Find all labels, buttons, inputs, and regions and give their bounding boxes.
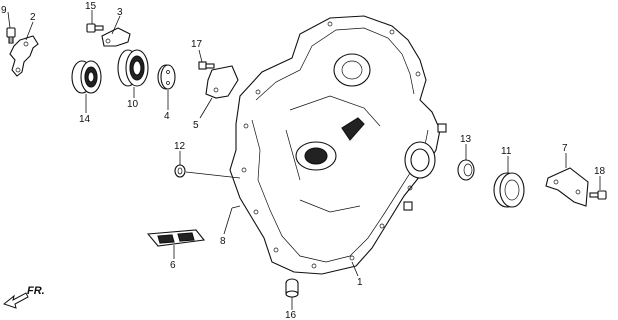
- part-12-collar: [174, 164, 186, 178]
- callout-8: 8: [220, 236, 226, 247]
- callout-16: 16: [285, 310, 297, 320]
- callout-13: 13: [460, 134, 472, 145]
- callout-6: 6: [170, 260, 176, 271]
- callout-4: 4: [164, 111, 170, 122]
- callout-9: 9: [1, 5, 7, 16]
- part-14-bearing: [71, 60, 102, 94]
- callout-1: 1: [357, 277, 363, 288]
- front-arrow-icon: [2, 292, 29, 309]
- callout-15: 15: [85, 1, 97, 12]
- part-4-seal-plate: [157, 64, 176, 90]
- part-5-guide-plate: [205, 65, 239, 99]
- part-1-clutch-housing: [229, 15, 447, 275]
- callout-17: 17: [191, 39, 203, 50]
- callout-2: 2: [30, 12, 36, 23]
- callout-10: 10: [127, 99, 139, 110]
- part-8-seal-strip: [231, 205, 241, 209]
- front-label: FR.: [27, 285, 45, 297]
- part-3-clip-bracket: [101, 27, 131, 47]
- part-7-stay-bracket: [545, 167, 589, 207]
- part-2-bracket-plate: [9, 35, 39, 77]
- part-15-bolt: [86, 23, 104, 33]
- callout-7: 7: [562, 143, 568, 154]
- part-10-bearing: [117, 49, 149, 87]
- callout-14: 14: [79, 114, 91, 125]
- leader-lines: [7, 10, 601, 310]
- callout-12: 12: [174, 141, 186, 152]
- front-direction-indicator: FR.: [2, 285, 45, 309]
- part-16-dowel: [285, 278, 299, 298]
- part-17-bolt: [198, 61, 215, 70]
- part-11-oil-seal: [493, 172, 525, 208]
- part-13-collar: [457, 159, 475, 181]
- callout-11: 11: [501, 146, 512, 157]
- part-9-bolt: [6, 27, 16, 44]
- part-6-pad: [146, 229, 206, 247]
- callout-5: 5: [193, 120, 199, 131]
- callout-3: 3: [117, 7, 123, 18]
- part-18-bolt: [589, 190, 607, 200]
- callout-18: 18: [594, 166, 606, 177]
